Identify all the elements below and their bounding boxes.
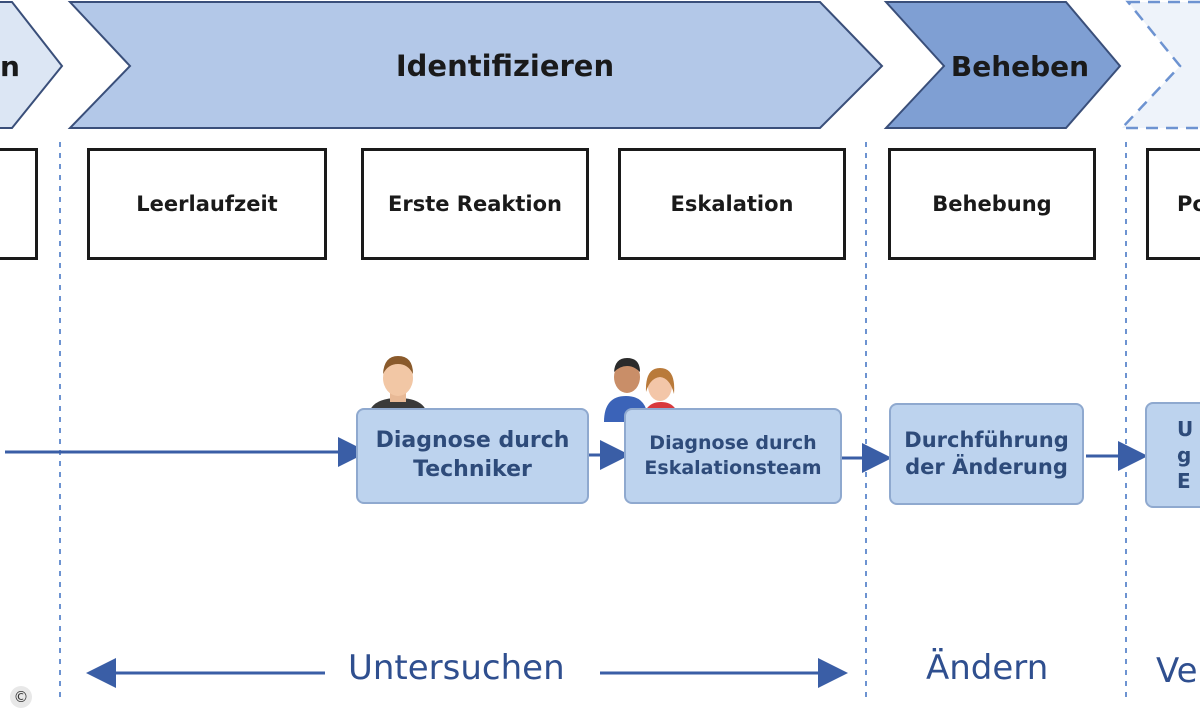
phase-chevron-identify	[67, 1, 884, 129]
process-escalation-diagnosis: Diagnose durch Eskalationsteam	[624, 408, 842, 504]
phase-chevron-fix	[883, 1, 1122, 129]
stage-idle-time: Leerlaufzeit	[87, 148, 327, 260]
process-change-execution: Durchführung der Änderung	[889, 403, 1084, 505]
process-label-line: Durchführung	[904, 427, 1069, 452]
process-label-line: U	[1177, 417, 1194, 441]
process-right-partial: U g E	[1145, 402, 1200, 508]
stage-left-partial	[0, 148, 38, 260]
stage-escalation: Eskalation	[618, 148, 846, 260]
process-label-line: der Änderung	[905, 455, 1068, 479]
stage-label: Eskalation	[670, 192, 794, 216]
phase-chevron-right	[1119, 0, 1200, 130]
stage-first-response: Erste Reaktion	[361, 148, 589, 260]
process-label-line: g	[1177, 443, 1192, 467]
process-label-line: Eskalationsteam	[644, 457, 822, 479]
process-label-line: Diagnose durch	[649, 432, 817, 455]
copyright-icon: ©	[10, 686, 32, 708]
phase-label-identify: Identifizieren	[396, 49, 614, 83]
stage-label: Leerlaufzeit	[136, 192, 278, 216]
stage-label: Erste Reaktion	[388, 192, 562, 216]
stage-label: Po	[1177, 192, 1200, 216]
phase-label-left: n	[0, 50, 20, 83]
process-label-line: E	[1177, 469, 1191, 493]
phase-label-fix: Beheben	[951, 50, 1089, 83]
process-label-line: Techniker	[413, 457, 532, 482]
process-label-line: Diagnose durch	[375, 428, 570, 454]
phase-chevron-left	[0, 1, 64, 129]
bottom-label-right: Ve	[1156, 651, 1198, 691]
bottom-label-investigate: Untersuchen	[348, 648, 565, 688]
stage-label: Behebung	[932, 192, 1052, 216]
process-technician-diagnosis: Diagnose durch Techniker	[356, 408, 589, 504]
stage-right-partial: Po	[1146, 148, 1200, 260]
stage-resolution: Behebung	[888, 148, 1096, 260]
bottom-label-change: Ändern	[926, 648, 1049, 688]
